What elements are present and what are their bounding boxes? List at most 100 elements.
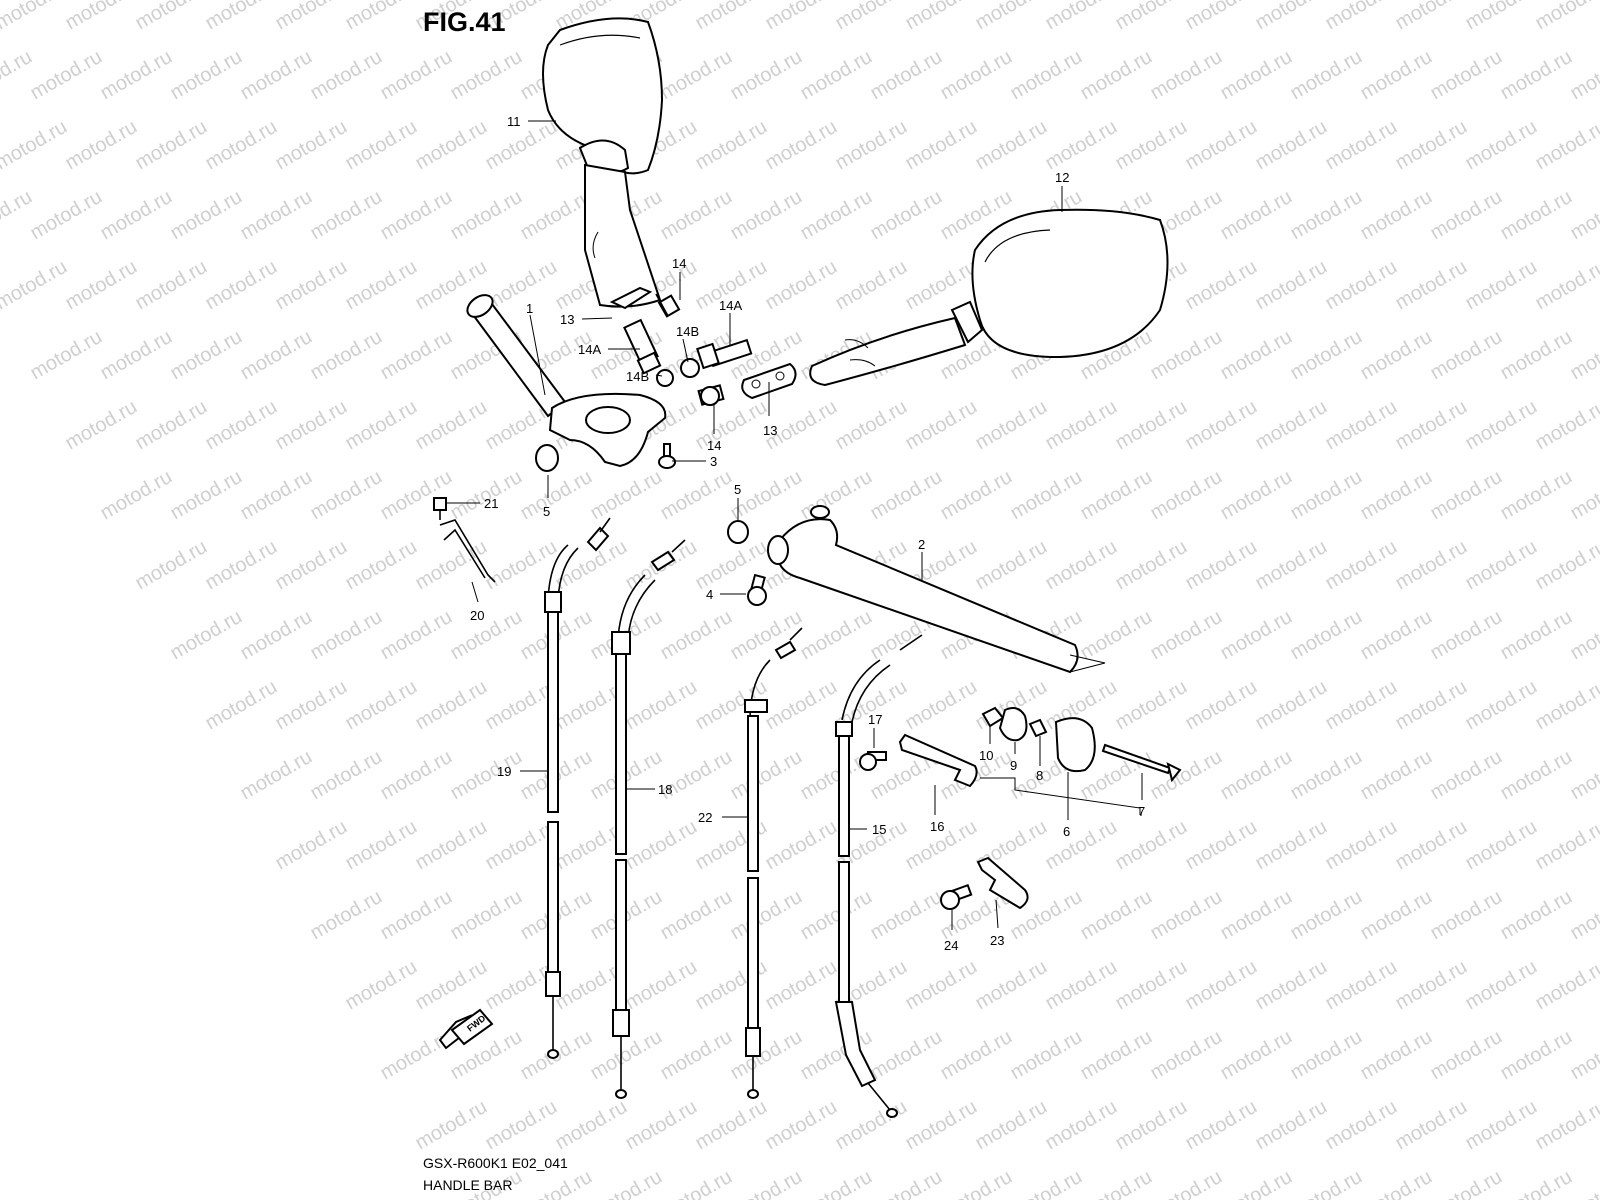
watermark-text: motod.ru — [797, 186, 876, 245]
label-6: 6 — [1063, 824, 1070, 839]
watermark-text: motod.ru — [587, 1166, 666, 1200]
watermark-text: motod.ru — [1532, 1096, 1600, 1155]
watermark-text: motod.ru — [1427, 606, 1506, 665]
cable-19 — [544, 517, 611, 1059]
watermark-text: motod.ru — [1427, 186, 1506, 245]
watermark-text: motod.ru — [727, 746, 806, 805]
watermark-text: motod.ru — [1287, 186, 1366, 245]
label-14B-left: 14B — [626, 369, 649, 384]
watermark-text: motod.ru — [377, 606, 456, 665]
bracket-13-lower — [741, 362, 797, 400]
bracket-13-upper — [609, 286, 653, 310]
label-14-upper: 14 — [672, 256, 686, 271]
spacer-8 — [1028, 718, 1048, 738]
label-13-lower: 13 — [763, 423, 777, 438]
watermark-text: motod.ru — [1287, 1166, 1366, 1200]
watermark-text: motod.ru — [1567, 1026, 1600, 1085]
watermark-text: motod.ru — [167, 46, 246, 105]
watermark-text: motod.ru — [0, 186, 36, 245]
watermark-text: motod.ru — [1497, 1166, 1576, 1200]
watermark-text: motod.ru — [167, 466, 246, 525]
watermark-text: motod.ru — [1357, 746, 1436, 805]
mirror-left — [542, 17, 664, 308]
watermark-text: motod.ru — [762, 116, 841, 175]
watermark-text: motod.ru — [1462, 816, 1541, 875]
watermark-text: motod.ru — [1322, 396, 1401, 455]
watermark-text: motod.ru — [1147, 1026, 1226, 1085]
watermark-text: motod.ru — [202, 116, 281, 175]
watermark-text: motod.ru — [307, 606, 386, 665]
watermark-text: motod.ru — [1357, 886, 1436, 945]
watermark-text: motod.ru — [762, 0, 841, 34]
watermark-text: motod.ru — [237, 466, 316, 525]
watermark-text: motod.ru — [972, 1096, 1051, 1155]
watermark-text: motod.ru — [0, 0, 71, 34]
watermark-text: motod.ru — [447, 46, 526, 105]
watermark-text: motod.ru — [307, 886, 386, 945]
watermark-text: motod.ru — [342, 676, 421, 735]
watermark-text: motod.ru — [342, 256, 421, 315]
watermark-text: motod.ru — [1427, 1026, 1506, 1085]
watermark-text: motod.ru — [377, 46, 456, 105]
bolt-14-upper — [655, 293, 681, 318]
label-2: 2 — [918, 537, 925, 552]
bar-end-bracket-line — [980, 777, 1141, 815]
watermark-text: motod.ru — [1007, 46, 1086, 105]
watermark-text: motod.ru — [0, 46, 36, 105]
watermark-text: motod.ru — [447, 886, 526, 945]
balancer-6 — [1054, 717, 1096, 773]
cap-5-right — [727, 520, 749, 544]
watermark-text: motod.ru — [1077, 1166, 1156, 1200]
watermark-text: motod.ru — [902, 676, 981, 735]
label-21: 21 — [484, 496, 498, 511]
watermark-text: motod.ru — [1077, 1026, 1156, 1085]
watermark-text: motod.ru — [727, 46, 806, 105]
watermark-text: motod.ru — [1252, 536, 1331, 595]
watermark-text: motod.ru — [377, 186, 456, 245]
watermark-text: motod.ru — [1182, 116, 1261, 175]
watermark-text: motod.ru — [762, 256, 841, 315]
watermark-text: motod.ru — [1252, 1096, 1331, 1155]
bolt-3 — [658, 443, 676, 469]
watermark-text: motod.ru — [1217, 606, 1296, 665]
watermark-text: motod.ru — [937, 46, 1016, 105]
watermark-text: motod.ru — [62, 396, 141, 455]
cable-18 — [611, 539, 686, 1099]
watermark-text: motod.ru — [342, 956, 421, 1015]
watermark-text: motod.ru — [1217, 46, 1296, 105]
watermark-text: motod.ru — [867, 886, 946, 945]
watermark-text: motod.ru — [202, 676, 281, 735]
watermark-text: motod.ru — [0, 116, 71, 175]
watermark-text: motod.ru — [307, 326, 386, 385]
watermark-text: motod.ru — [1462, 676, 1541, 735]
watermark-text: motod.ru — [272, 816, 351, 875]
damper-9 — [998, 707, 1028, 742]
watermark-text: motod.ru — [657, 1166, 736, 1200]
watermark-text: motod.ru — [1252, 956, 1331, 1015]
watermark-text: motod.ru — [1462, 396, 1541, 455]
watermark-text: motod.ru — [272, 536, 351, 595]
watermark-text: motod.ru — [1147, 886, 1226, 945]
watermark-text: motod.ru — [307, 186, 386, 245]
watermark-text: motod.ru — [622, 956, 701, 1015]
watermark-text: motod.ru — [412, 116, 491, 175]
handlebar-right — [767, 505, 1106, 674]
watermark-text: motod.ru — [412, 676, 491, 735]
watermark-text: motod.ru — [377, 466, 456, 525]
watermark-text: motod.ru — [1252, 396, 1331, 455]
watermark-text: motod.ru — [412, 396, 491, 455]
watermark-text: motod.ru — [412, 816, 491, 875]
label-17: 17 — [868, 712, 882, 727]
watermark-text: motod.ru — [1532, 676, 1600, 735]
watermark-text: motod.ru — [202, 536, 281, 595]
label-14A-right: 14A — [719, 298, 742, 313]
watermark-text: motod.ru — [1287, 46, 1366, 105]
watermark-text: motod.ru — [1112, 1096, 1191, 1155]
watermark-text: motod.ru — [797, 466, 876, 525]
watermark-text: motod.ru — [482, 1096, 561, 1155]
label-14-lower: 14 — [707, 438, 721, 453]
watermark-text: motod.ru — [1287, 466, 1366, 525]
watermark-text: motod.ru — [272, 0, 351, 34]
watermark-text: motod.ru — [307, 466, 386, 525]
